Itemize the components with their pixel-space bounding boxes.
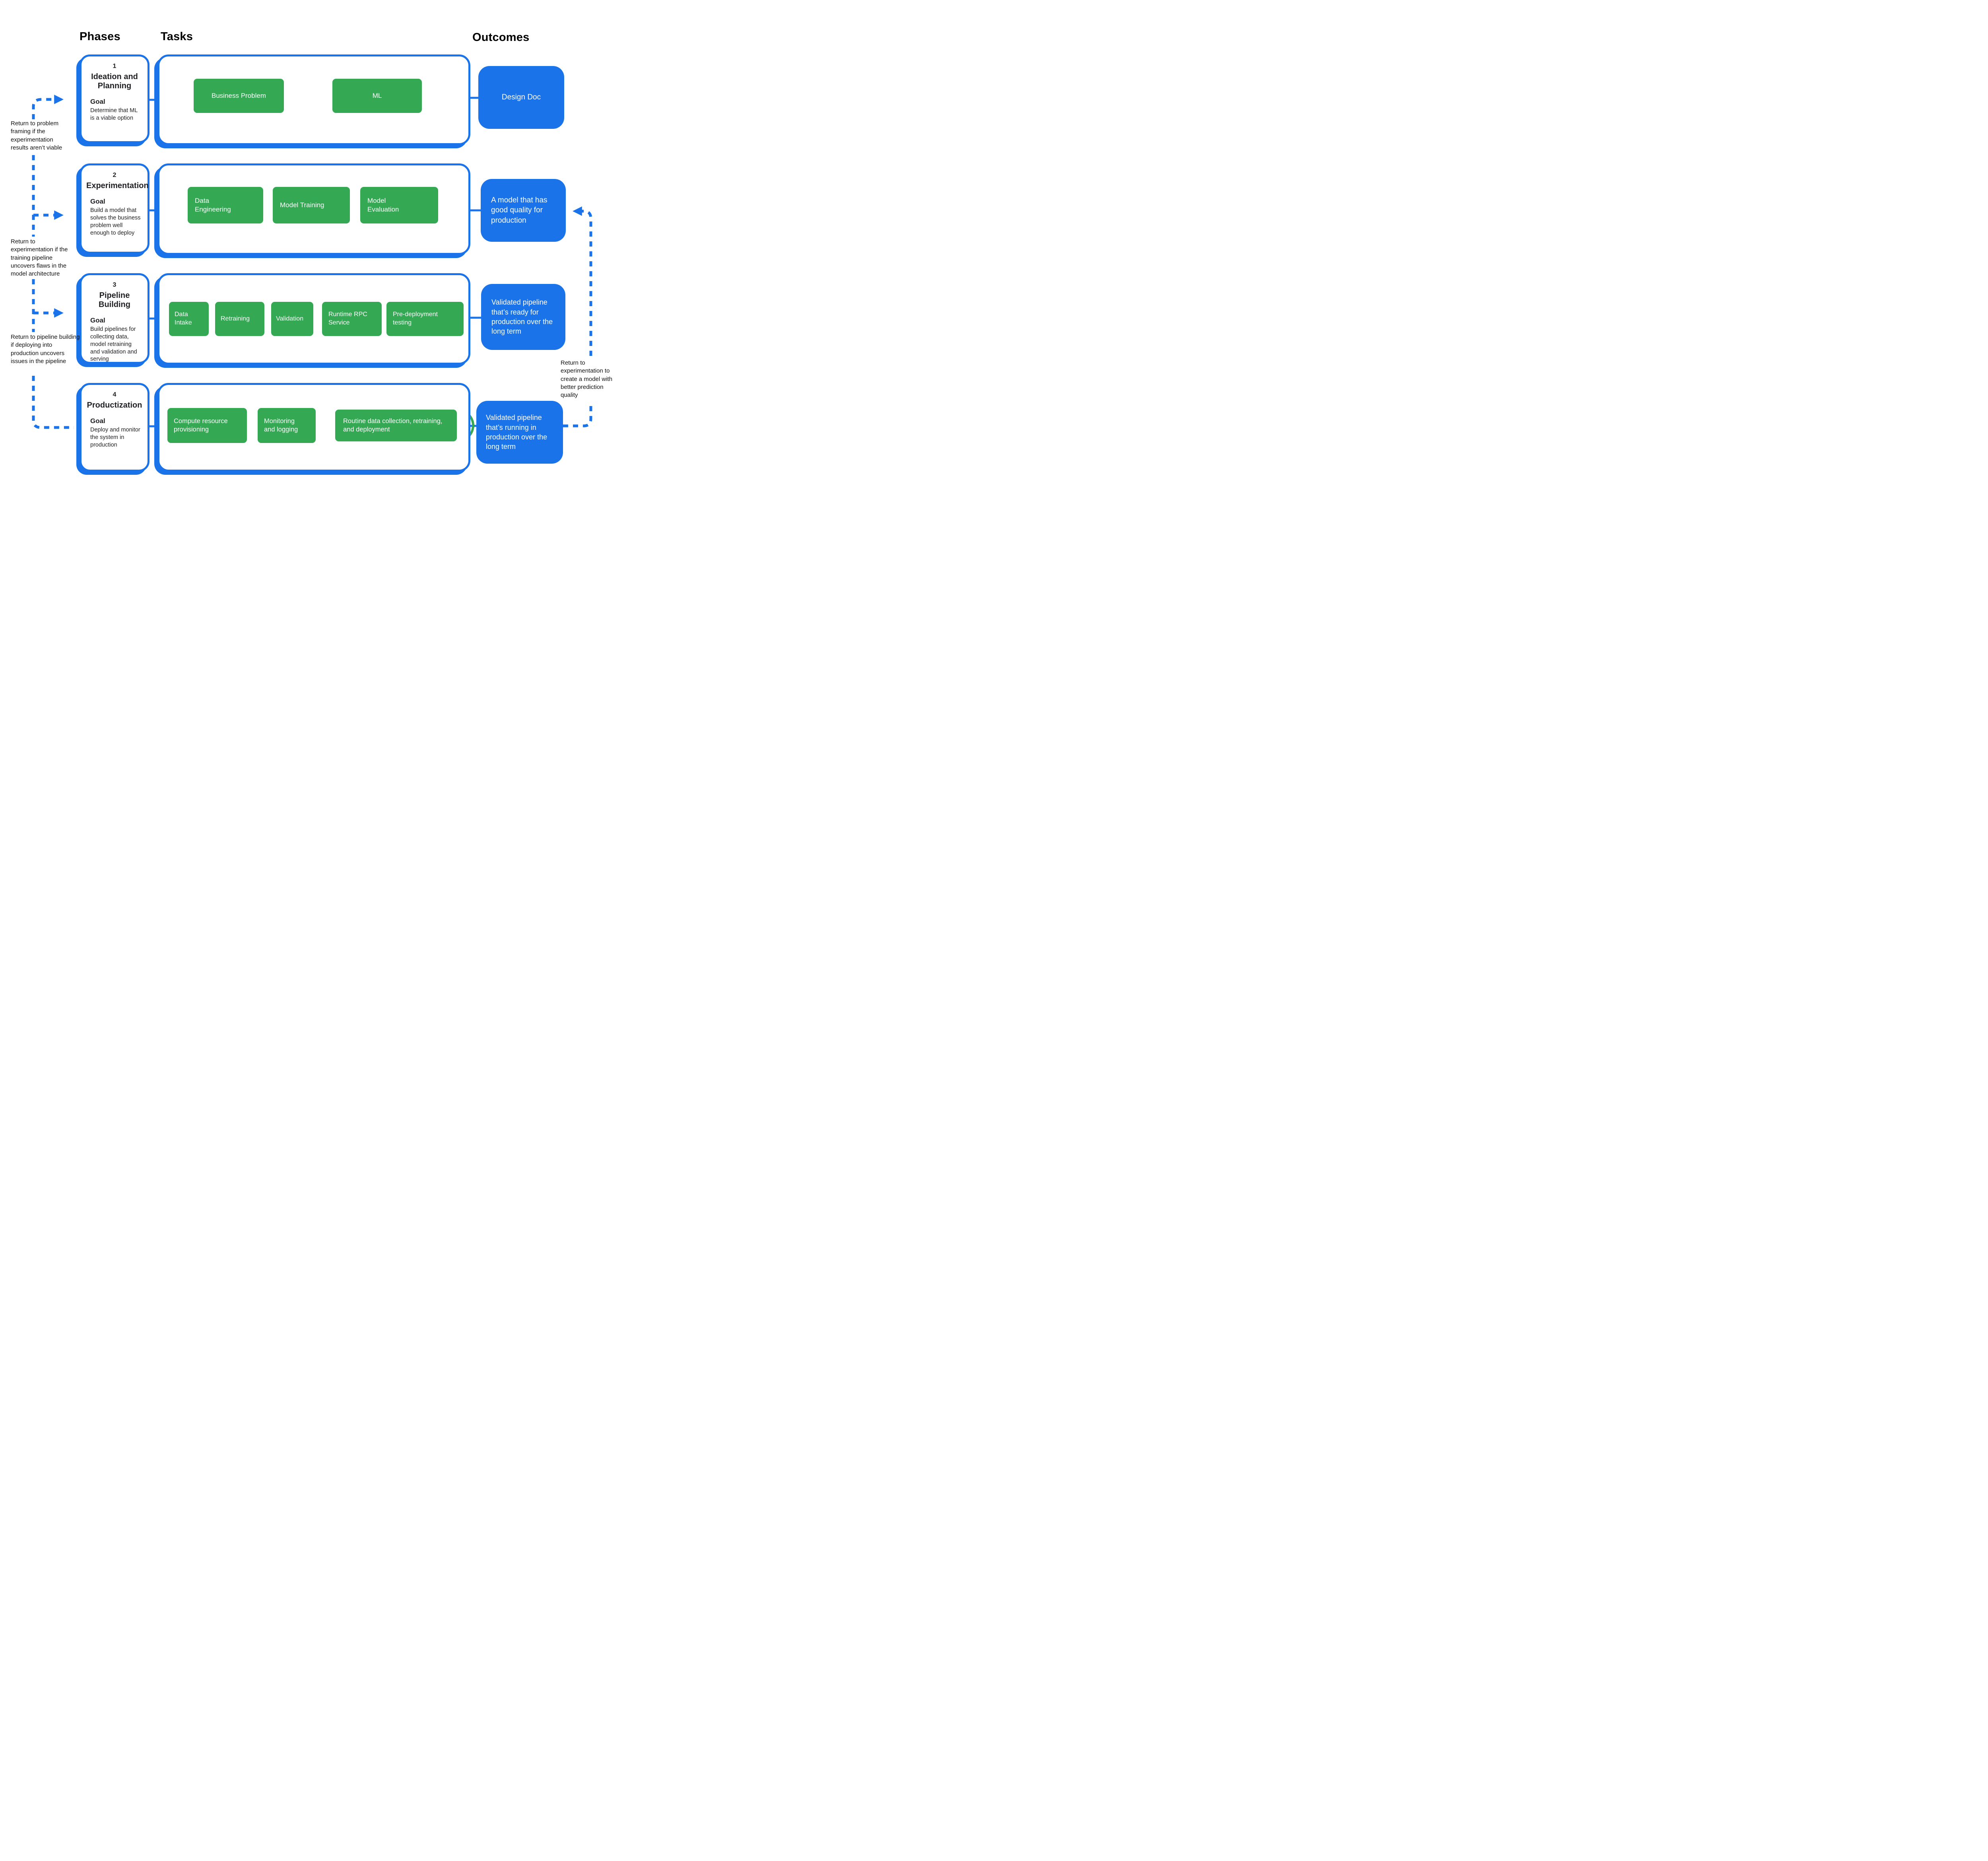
task-validation: Validation (271, 302, 313, 336)
phase-title: Pipeline Building (99, 291, 130, 309)
task-pre-deployment-testing: Pre-deployment testing (386, 302, 464, 336)
task-compute-resource-provisioning: Compute resource provisioning (167, 408, 247, 443)
note-return-to-pipeline-building: Return to pipeline building if deploying… (11, 334, 80, 365)
ml-workflow-diagram: Phases Tasks Outcomes 1 Ideation and Pla… (0, 0, 623, 514)
task-model-evaluation: Model Evaluation (360, 187, 438, 223)
goal-label: Goal (90, 417, 105, 425)
task-routine-data-collection: Routine data collection, retraining, and… (335, 410, 457, 441)
phase-number: 2 (113, 172, 116, 179)
task-ml: ML (332, 79, 422, 113)
phase-box-productization: 4 Productization Goal Deploy and monitor… (80, 383, 149, 472)
task-data-engineering: Data Engineering (188, 187, 263, 223)
note-return-to-experimentation-better-quality: Return to experimentation to create a mo… (561, 359, 613, 398)
task-monitoring-and-logging: Monitoring and logging (258, 408, 316, 443)
goal-label: Goal (90, 98, 105, 105)
outcome-model-good-quality: A model that has good quality for produc… (481, 179, 566, 242)
phase-number: 4 (113, 391, 116, 398)
task-retraining: Retraining (215, 302, 264, 336)
tasks-panel-pipeline-building (157, 273, 470, 365)
task-runtime-rpc-service: Runtime RPC Service (322, 302, 382, 336)
task-data-intake: Data Intake (169, 302, 209, 336)
goal-text: Build pipelines for collecting data, mod… (90, 326, 137, 363)
phase-title: Experimentation (86, 181, 149, 190)
outcome-validated-pipeline-running: Validated pipeline that’s running in pro… (476, 401, 563, 464)
feedback-left-vertical (32, 376, 74, 429)
phase-title: Ideation and Planning (91, 72, 138, 90)
task-business-problem: Business Problem (194, 79, 284, 113)
phase-number: 1 (113, 63, 116, 70)
outcomes-column-header: Outcomes (472, 31, 530, 44)
tasks-column-header: Tasks (161, 30, 193, 43)
feedback-right-vertical (563, 404, 592, 427)
phase-title: Productization (87, 401, 142, 410)
phase-box-pipeline-building: 3 Pipeline Building Goal Build pipelines… (80, 273, 149, 364)
phases-column-header: Phases (80, 30, 120, 43)
phase-number: 3 (113, 282, 116, 288)
outcome-validated-pipeline-ready: Validated pipeline that’s ready for prod… (481, 284, 565, 350)
goal-label: Goal (90, 317, 105, 324)
task-model-training: Model Training (273, 187, 350, 223)
phase-box-experimentation: 2 Experimentation Goal Build a model tha… (80, 163, 149, 254)
phase-box-ideation-planning: 1 Ideation and Planning Goal Determine t… (80, 54, 149, 143)
feedback-right-arrow-to-outcome2 (573, 206, 592, 356)
goal-text: Deploy and monitor the system in product… (90, 427, 140, 448)
note-return-to-experimentation: Return to experimentation if the trainin… (11, 238, 68, 277)
outcome-design-doc: Design Doc (478, 66, 564, 129)
goal-text: Determine that ML is a viable option (90, 107, 138, 121)
goal-text: Build a model that solves the business p… (90, 207, 141, 236)
note-return-to-problem-framing: Return to problem framing if the experim… (11, 120, 62, 151)
goal-label: Goal (90, 198, 105, 205)
feedback-left-arrow-to-phase1 (32, 95, 64, 119)
